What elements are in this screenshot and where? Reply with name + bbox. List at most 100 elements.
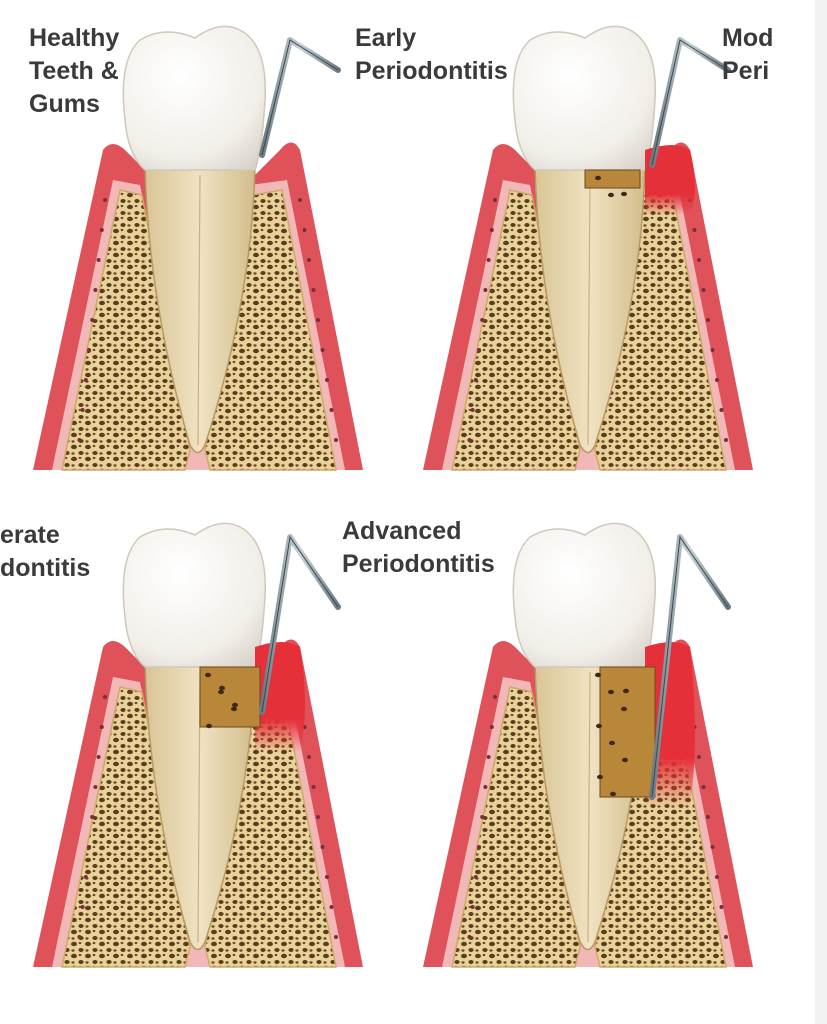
gum-dot — [77, 438, 82, 442]
gum-dot — [719, 905, 724, 909]
tartar-spot — [595, 175, 601, 181]
label-moderate-periodontitis-cut-left: erate dontitis — [0, 519, 90, 585]
right-edge-strip — [815, 0, 827, 1024]
tartar-spot — [232, 702, 238, 708]
label-line: Mod — [722, 24, 774, 52]
gum-dot — [83, 875, 88, 879]
gum-dot — [483, 288, 488, 292]
panel-moderate — [33, 522, 363, 968]
gum-dot — [701, 288, 706, 292]
root-canal — [587, 174, 591, 446]
inflamed-gum — [645, 145, 695, 215]
label-line: Early — [355, 24, 417, 52]
root-canal — [587, 671, 591, 943]
label-line: erate — [0, 521, 60, 549]
gum-dot — [480, 815, 485, 819]
tartar-spot — [610, 791, 616, 797]
tooth-crown — [122, 522, 267, 668]
tartar-spot — [622, 757, 628, 763]
periodontal-probe — [259, 37, 341, 158]
label-advanced-periodontitis: Advanced Periodontitis — [342, 515, 495, 581]
gum-dot — [307, 258, 311, 262]
panel-early — [423, 25, 753, 471]
tartar-spot — [608, 689, 614, 695]
gum-dot — [103, 695, 107, 699]
gum-dot — [480, 318, 485, 322]
gum-dot — [701, 785, 706, 789]
gum-dot — [93, 288, 98, 292]
gum-dot — [489, 228, 494, 232]
label-early-periodontitis: Early Periodontitis — [355, 22, 508, 88]
gum-dot — [325, 378, 329, 382]
gum-dot — [473, 875, 478, 879]
tooth-root — [144, 661, 256, 951]
gum-dot — [706, 318, 710, 322]
label-line: Teeth & — [29, 57, 119, 85]
gum-dot — [96, 755, 101, 759]
gum-dot — [715, 875, 719, 879]
gum-dot — [477, 845, 481, 849]
label-healthy-teeth-gums: Healthy Teeth & Gums — [29, 22, 119, 121]
label-moderate-periodontitis-cut-right: Mod Peri — [722, 22, 773, 88]
gum-dot — [103, 198, 107, 202]
gum-dot — [325, 875, 329, 879]
gum-dot — [329, 905, 334, 909]
gum-dot — [715, 378, 719, 382]
gum-dot — [467, 438, 472, 442]
probe-outline — [261, 535, 339, 713]
gum-dot — [80, 408, 85, 412]
label-line: Periodontitis — [342, 550, 495, 578]
gum-dot — [83, 378, 88, 382]
gum-dot — [483, 785, 488, 789]
gum-dot — [470, 905, 475, 909]
alveolar-bone-right — [204, 189, 337, 471]
label-line: Peri — [722, 57, 770, 85]
tartar-spot — [608, 192, 614, 198]
root-canal — [197, 174, 201, 446]
label-line: Periodontitis — [355, 57, 508, 85]
plaque-tartar — [599, 666, 656, 798]
gum-dot — [697, 258, 701, 262]
gum-dot — [329, 408, 334, 412]
label-line: dontitis — [0, 554, 91, 582]
tooth-crown — [122, 25, 267, 171]
gum-dot — [320, 348, 325, 352]
tooth-root — [534, 164, 646, 454]
gum-dot — [96, 258, 101, 262]
tartar-spot — [218, 689, 224, 695]
gum-dot — [719, 408, 724, 412]
gum-dot — [87, 348, 91, 352]
tartar-spot — [206, 723, 212, 729]
gum-dot — [80, 905, 85, 909]
gum-dot — [87, 845, 91, 849]
gum-dot — [311, 288, 316, 292]
gum-dot — [486, 755, 491, 759]
gum-dot — [710, 348, 715, 352]
gum-dot — [99, 228, 104, 232]
gum-dot — [697, 755, 701, 759]
tartar-spot — [597, 774, 603, 780]
tartar-spot — [205, 672, 211, 678]
gum-dot — [298, 198, 302, 202]
tooth-crown — [512, 25, 657, 171]
gum-dot — [706, 815, 710, 819]
plaque-tartar — [584, 169, 641, 189]
gum-dot — [90, 318, 95, 322]
tooth-root — [144, 164, 256, 454]
gum-dot — [334, 438, 338, 442]
gum-dot — [316, 815, 320, 819]
gum-dot — [477, 348, 481, 352]
label-line: Advanced — [342, 517, 462, 545]
tartar-spot — [621, 191, 627, 197]
gum-dot — [493, 198, 497, 202]
gum-dot — [493, 695, 497, 699]
tartar-spot — [621, 706, 627, 712]
tartar-spot — [219, 685, 225, 691]
gum-dot — [307, 755, 311, 759]
gum-dot — [489, 725, 494, 729]
gum-dot — [99, 725, 104, 729]
gum-dot — [467, 935, 472, 939]
gum-dot — [302, 228, 307, 232]
probe-outline — [261, 39, 339, 156]
